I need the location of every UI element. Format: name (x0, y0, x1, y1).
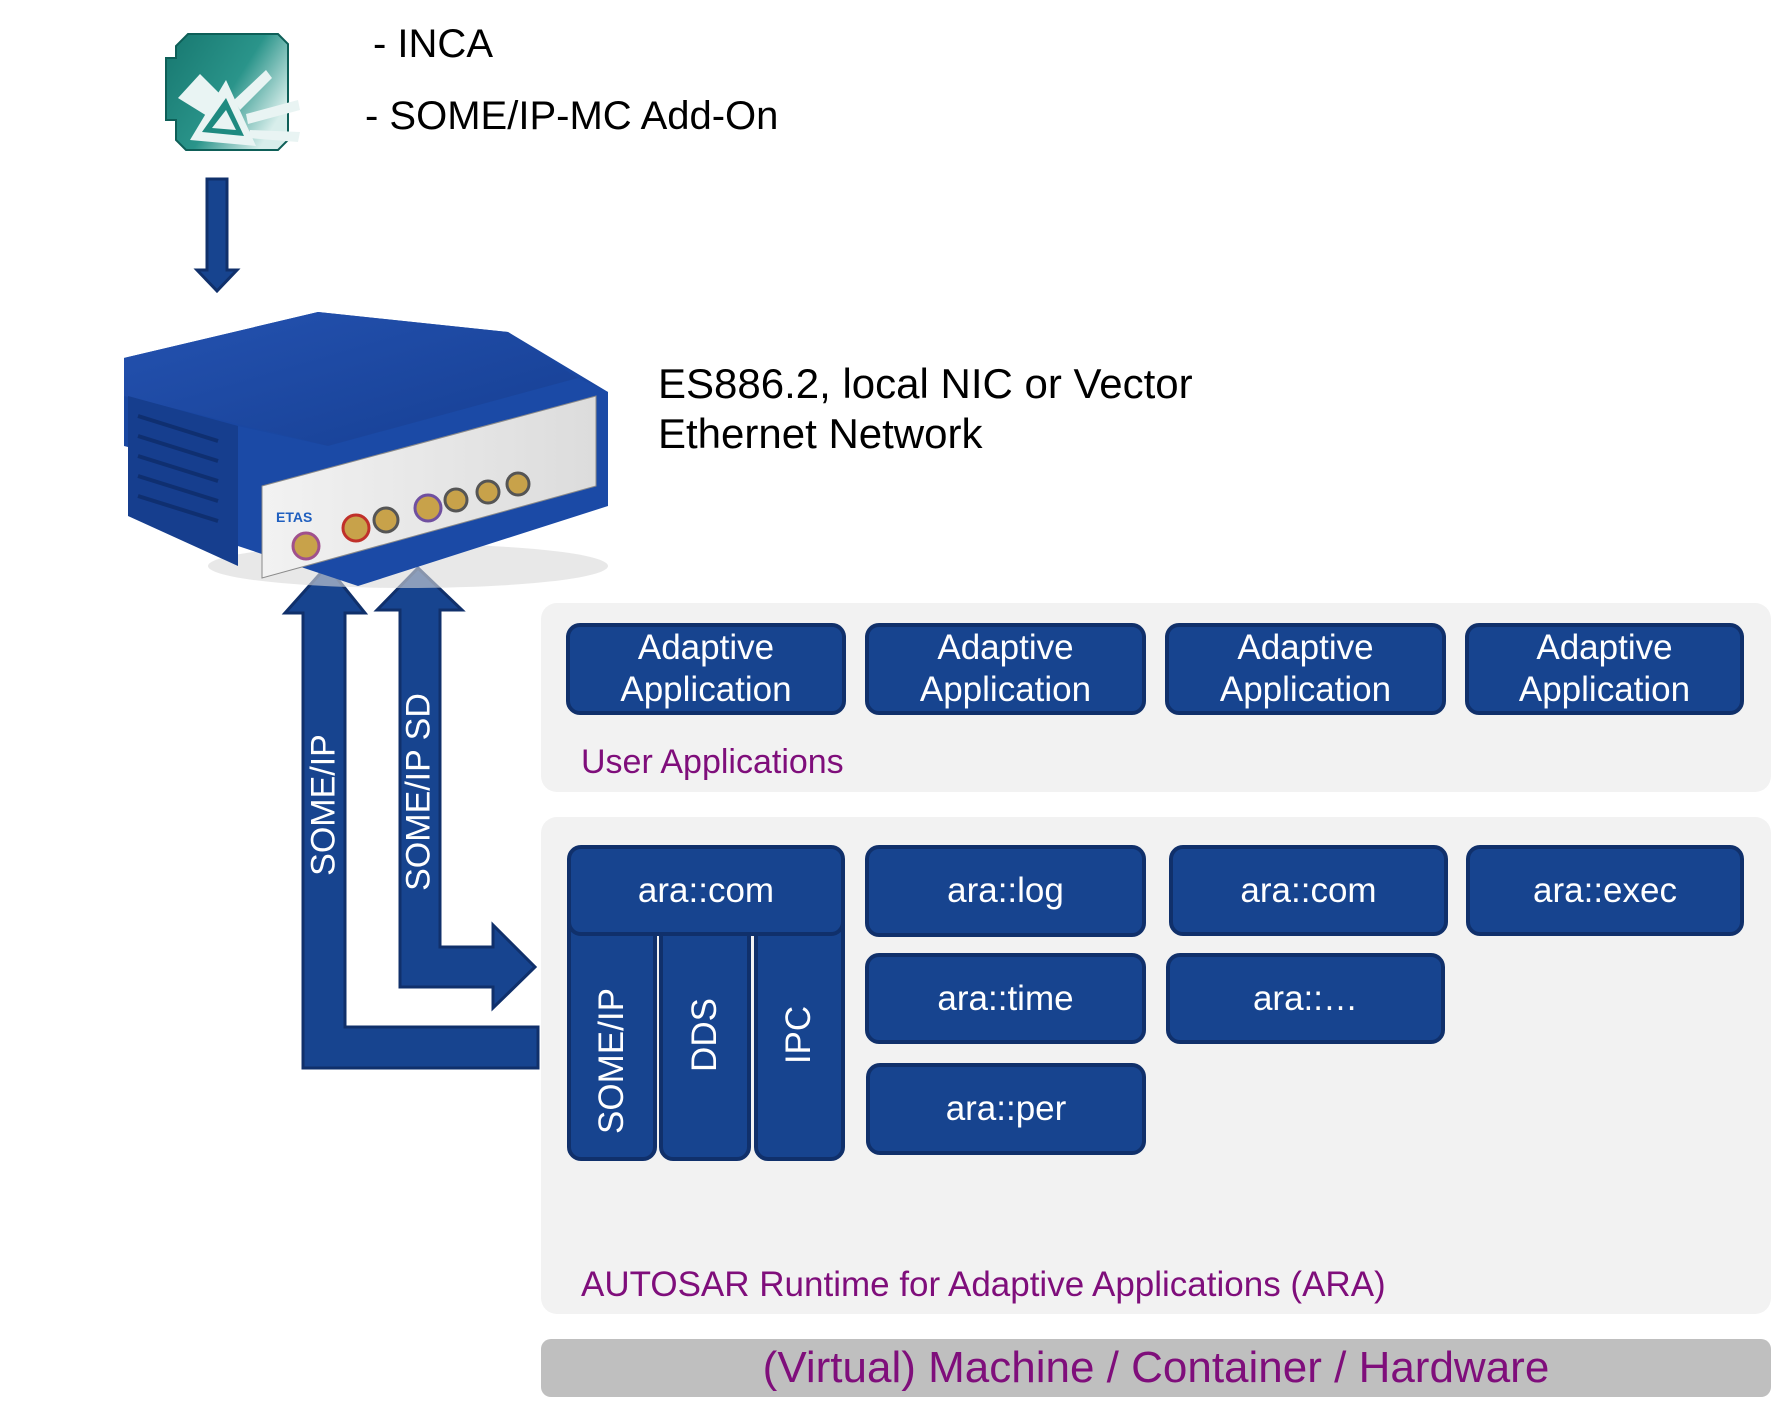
someip-binding-column[interactable]: SOME/IP (567, 900, 657, 1161)
app-line1: Adaptive (637, 628, 775, 667)
ara-more-label: ara::… (1252, 978, 1359, 1018)
ara-per-box[interactable]: ara::per (866, 1063, 1146, 1155)
dds-binding-column[interactable]: DDS (659, 900, 751, 1161)
app-line2: Application (1219, 670, 1392, 709)
ara-com-module-label: ara::com (1240, 870, 1377, 910)
tool-line-inca: - INCA (373, 22, 493, 66)
platform-bar: (Virtual) Machine / Container / Hardware (541, 1339, 1771, 1397)
ara-label: AUTOSAR Runtime for Adaptive Application… (581, 1265, 1386, 1304)
someip-binding-label: SOME/IP (592, 988, 631, 1134)
ara-com-stack-header[interactable]: ara::com (567, 845, 845, 936)
app-line1: Adaptive (937, 628, 1074, 667)
ara-exec-box[interactable]: ara::exec (1466, 845, 1744, 936)
ipc-binding-column[interactable]: IPC (754, 900, 845, 1161)
ara-time-label: ara::time (937, 978, 1074, 1018)
device-caption-line2: Ethernet Network (658, 410, 983, 457)
device-caption-line1: ES886.2, local NIC or Vector (658, 360, 1193, 407)
ara-log-label: ara::log (947, 871, 1064, 910)
app-line2: Application (620, 670, 792, 709)
ara-per-label: ara::per (945, 1089, 1067, 1128)
app-line2: Application (919, 670, 1092, 709)
ipc-binding-label: IPC (779, 1005, 819, 1065)
es886-device-image: ETAS (118, 296, 608, 596)
device-brand: ETAS (276, 509, 312, 525)
ara-com-box[interactable]: ara::com (1169, 845, 1448, 936)
ara-exec-label: ara::exec (1533, 870, 1677, 910)
ara-more-box[interactable]: ara::… (1166, 953, 1445, 1044)
connection-arrows (193, 177, 540, 1070)
ara-time-box[interactable]: ara::time (865, 953, 1146, 1044)
platform-label: (Virtual) Machine / Container / Hardware (762, 1343, 1550, 1392)
inca-icon (160, 28, 315, 158)
dds-binding-label: DDS (685, 998, 724, 1072)
app-line2: Application (1518, 670, 1691, 709)
user-applications-label: User Applications (581, 743, 844, 781)
ara-log-box[interactable]: ara::log (865, 845, 1146, 937)
someip-arrow (281, 563, 540, 1070)
tool-line-addon: - SOME/IP-MC Add-On (365, 94, 779, 138)
someip-sd-arrow (373, 565, 538, 1012)
app-line1: Adaptive (1237, 628, 1374, 667)
app-line1: Adaptive (1536, 628, 1673, 667)
down-arrow-icon (193, 177, 241, 294)
ara-com-label: ara::com (637, 870, 775, 910)
